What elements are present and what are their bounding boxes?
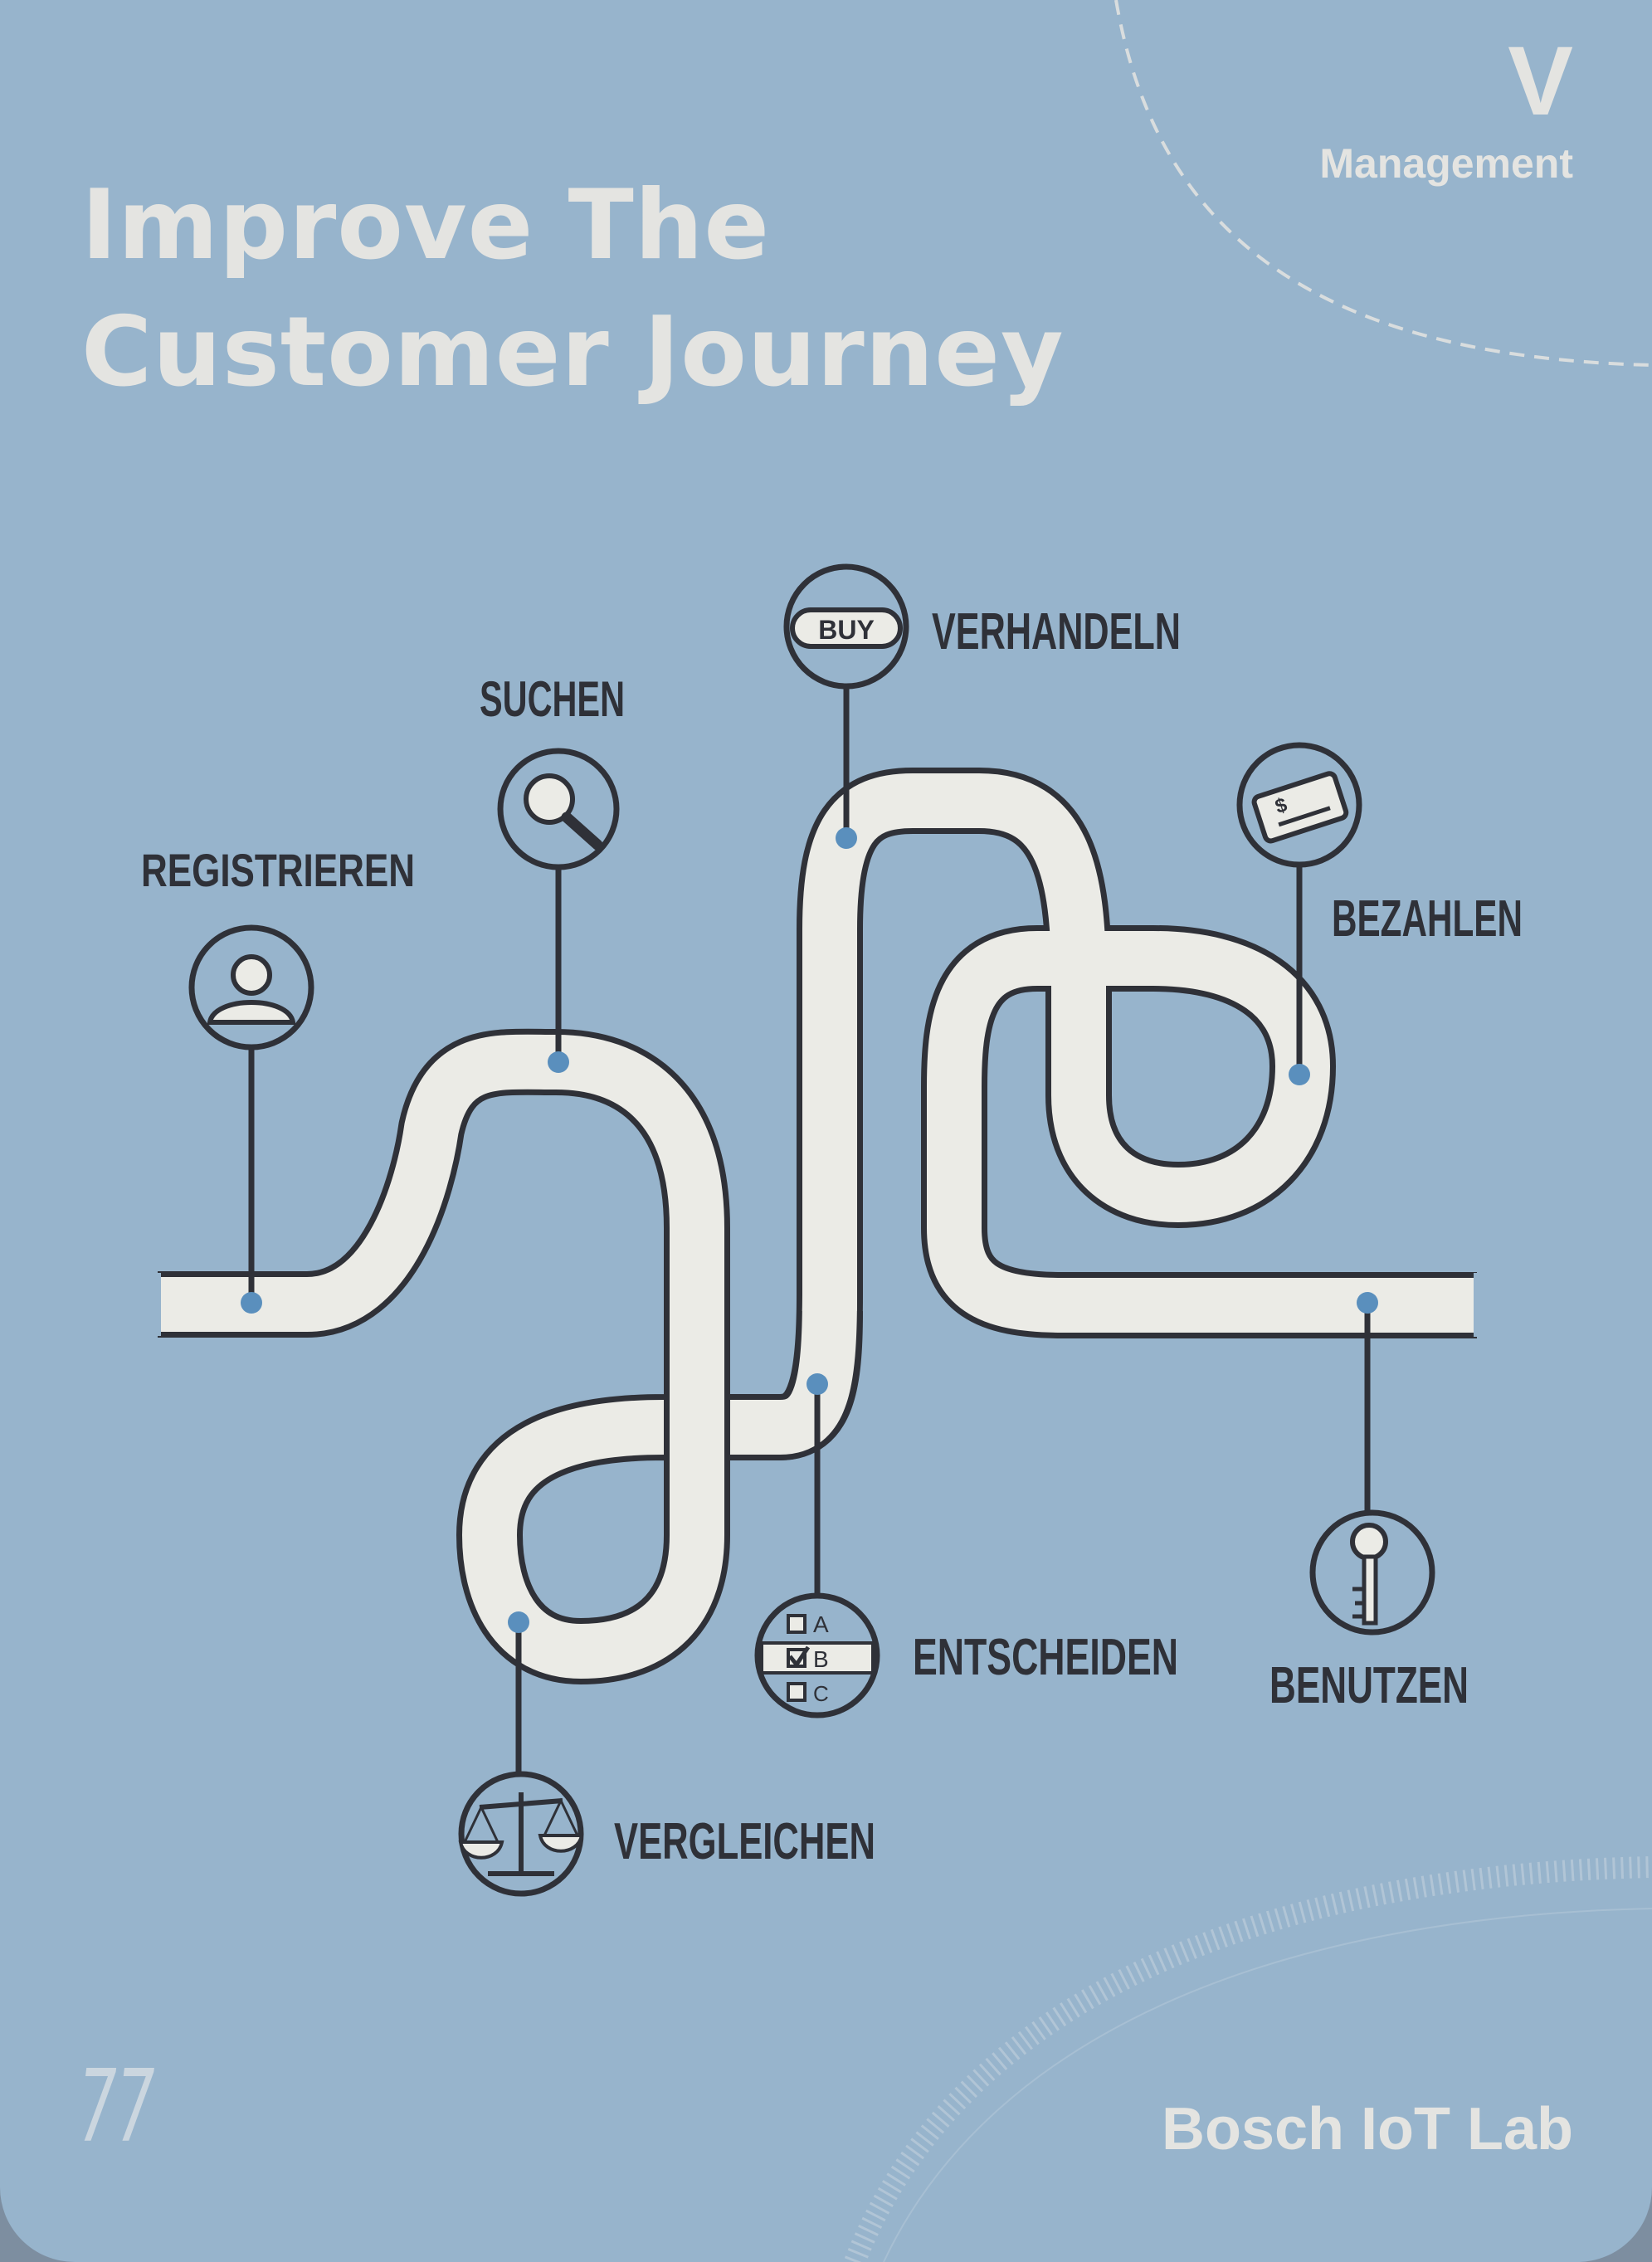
check-c-text: C [813, 1681, 829, 1706]
stage-suchen: SUCHEN [480, 671, 625, 1073]
check-b-text: B [813, 1646, 829, 1672]
stage-dot-vergleichen [508, 1611, 529, 1633]
card-title: Improve The Customer Journey [81, 162, 1065, 416]
checklist-icon: A B C [754, 1592, 880, 1718]
credit-card-icon: $ [1236, 742, 1362, 868]
card-number: 77 [79, 2050, 155, 2165]
buy-icon-text: BUY [818, 615, 875, 645]
stage-verhandeln: BUY VERHANDELN [783, 563, 1181, 849]
stage-dot-suchen [548, 1051, 569, 1073]
stage-label-bezahlen: BEZAHLEN [1332, 890, 1523, 948]
stage-dot-benutzen [1357, 1292, 1378, 1314]
scales-icon [458, 1771, 584, 1897]
category-name: Management [1319, 140, 1573, 187]
stage-dot-registrieren [241, 1292, 262, 1314]
stage-registrieren: REGISTRIEREN [141, 844, 415, 1314]
buy-button-icon: BUY [783, 563, 909, 690]
stage-label-vergleichen: VERGLEICHEN [614, 1813, 875, 1870]
stage-label-benutzen: BENUTZEN [1269, 1657, 1469, 1714]
user-icon [188, 924, 314, 1051]
stage-dot-entscheiden [807, 1373, 828, 1395]
road [154, 768, 1480, 1684]
key-icon [1309, 1509, 1435, 1636]
stage-label-entscheiden: ENTSCHEIDEN [913, 1629, 1178, 1686]
stage-benutzen: BENUTZEN [1269, 1292, 1469, 1714]
stage-dot-bezahlen [1289, 1064, 1310, 1085]
category-letter: V [1508, 27, 1573, 136]
stage-bezahlen: $ BEZAHLEN [1236, 742, 1523, 1085]
stage-entscheiden: A B C ENTSCHEIDEN [754, 1373, 1178, 1718]
stage-dot-verhandeln [836, 827, 857, 849]
magnifier-icon [497, 748, 620, 870]
stage-label-registrieren: REGISTRIEREN [141, 844, 415, 896]
stage-label-suchen: SUCHEN [480, 671, 625, 727]
card-title-line-1: Improve The [81, 169, 771, 281]
card-title-line-2: Customer Journey [81, 296, 1065, 408]
stage-label-verhandeln: VERHANDELN [932, 603, 1181, 661]
stage-vergleichen: VERGLEICHEN [458, 1611, 875, 1897]
brand-name: Bosch IoT Lab [1161, 2096, 1573, 2162]
check-a-text: A [813, 1611, 829, 1637]
